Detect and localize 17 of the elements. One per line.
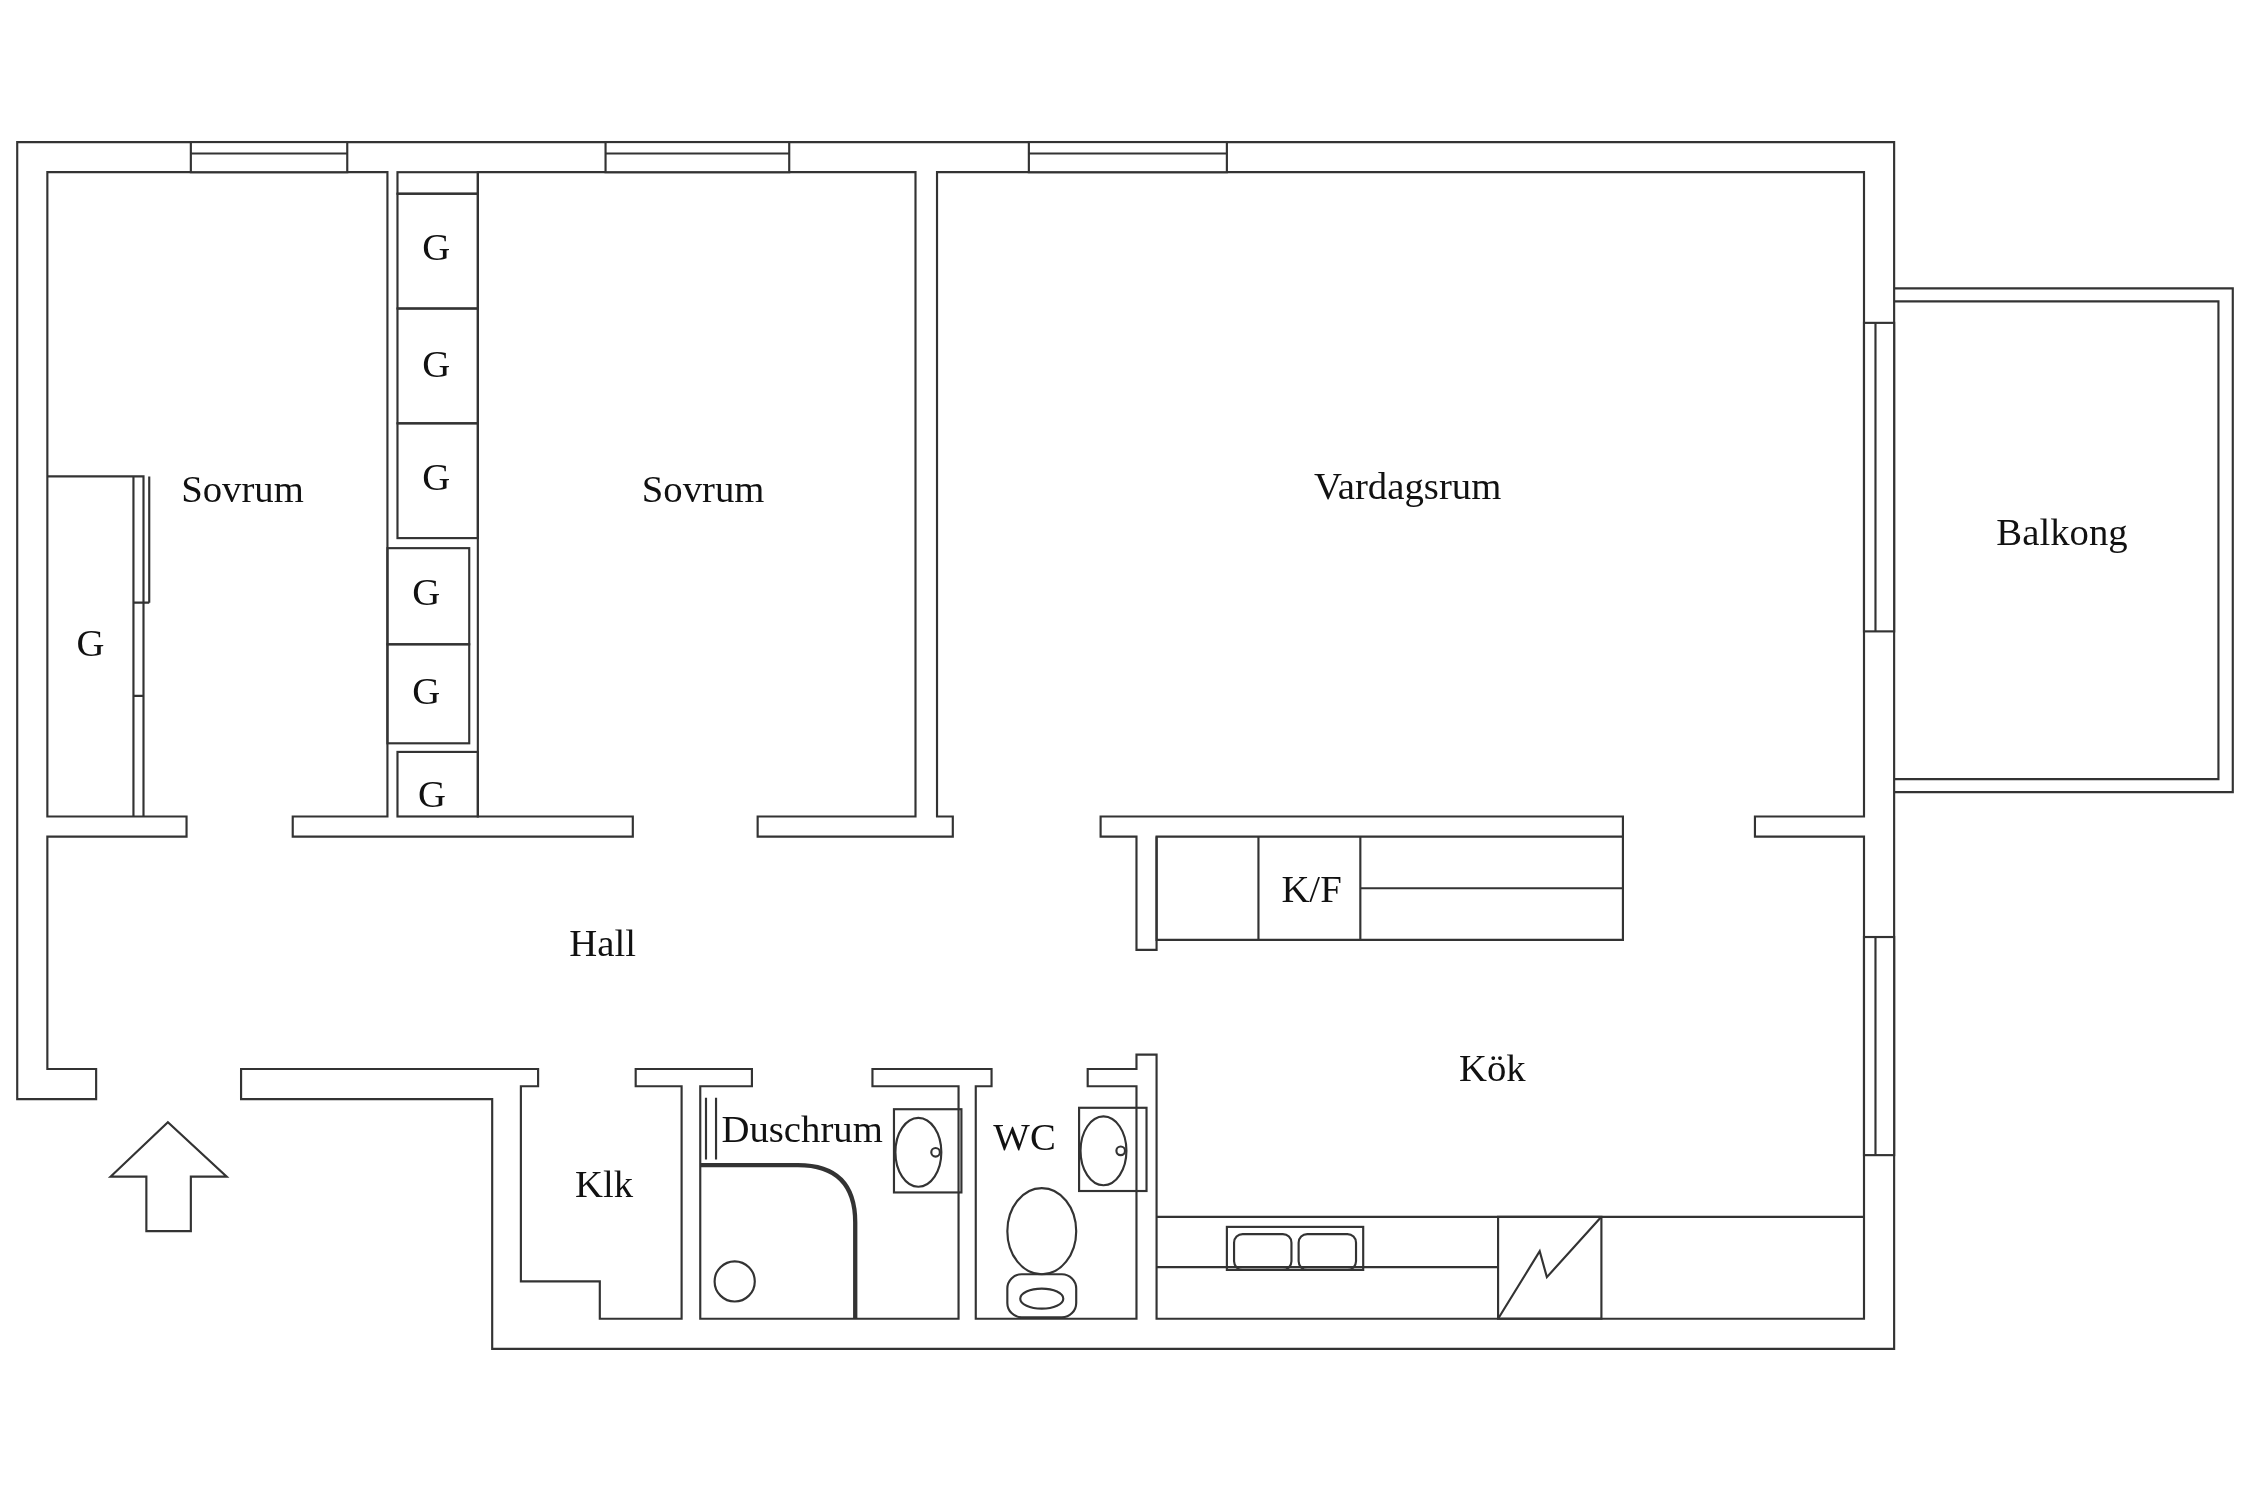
room-label: K/F	[1281, 870, 1342, 910]
room-label: Kök	[1459, 1049, 1526, 1089]
room-label: G	[412, 672, 441, 711]
room-label: Duschrum	[721, 1109, 883, 1149]
room-label: G	[422, 228, 451, 268]
room-label: G	[76, 624, 105, 664]
room-label: G	[422, 345, 451, 384]
room-label: Vardagsrum	[1314, 467, 1502, 506]
room-label: G	[412, 573, 441, 612]
room-label: Klk	[575, 1165, 634, 1205]
room-label: G	[417, 775, 446, 815]
room-label: Balkong	[1996, 513, 2128, 552]
room-label: WC	[993, 1118, 1056, 1158]
room-label: Sovrum	[181, 469, 304, 509]
room-label: G	[422, 458, 451, 498]
room-label: Hall	[569, 924, 637, 964]
room-label: Sovrum	[641, 469, 765, 509]
